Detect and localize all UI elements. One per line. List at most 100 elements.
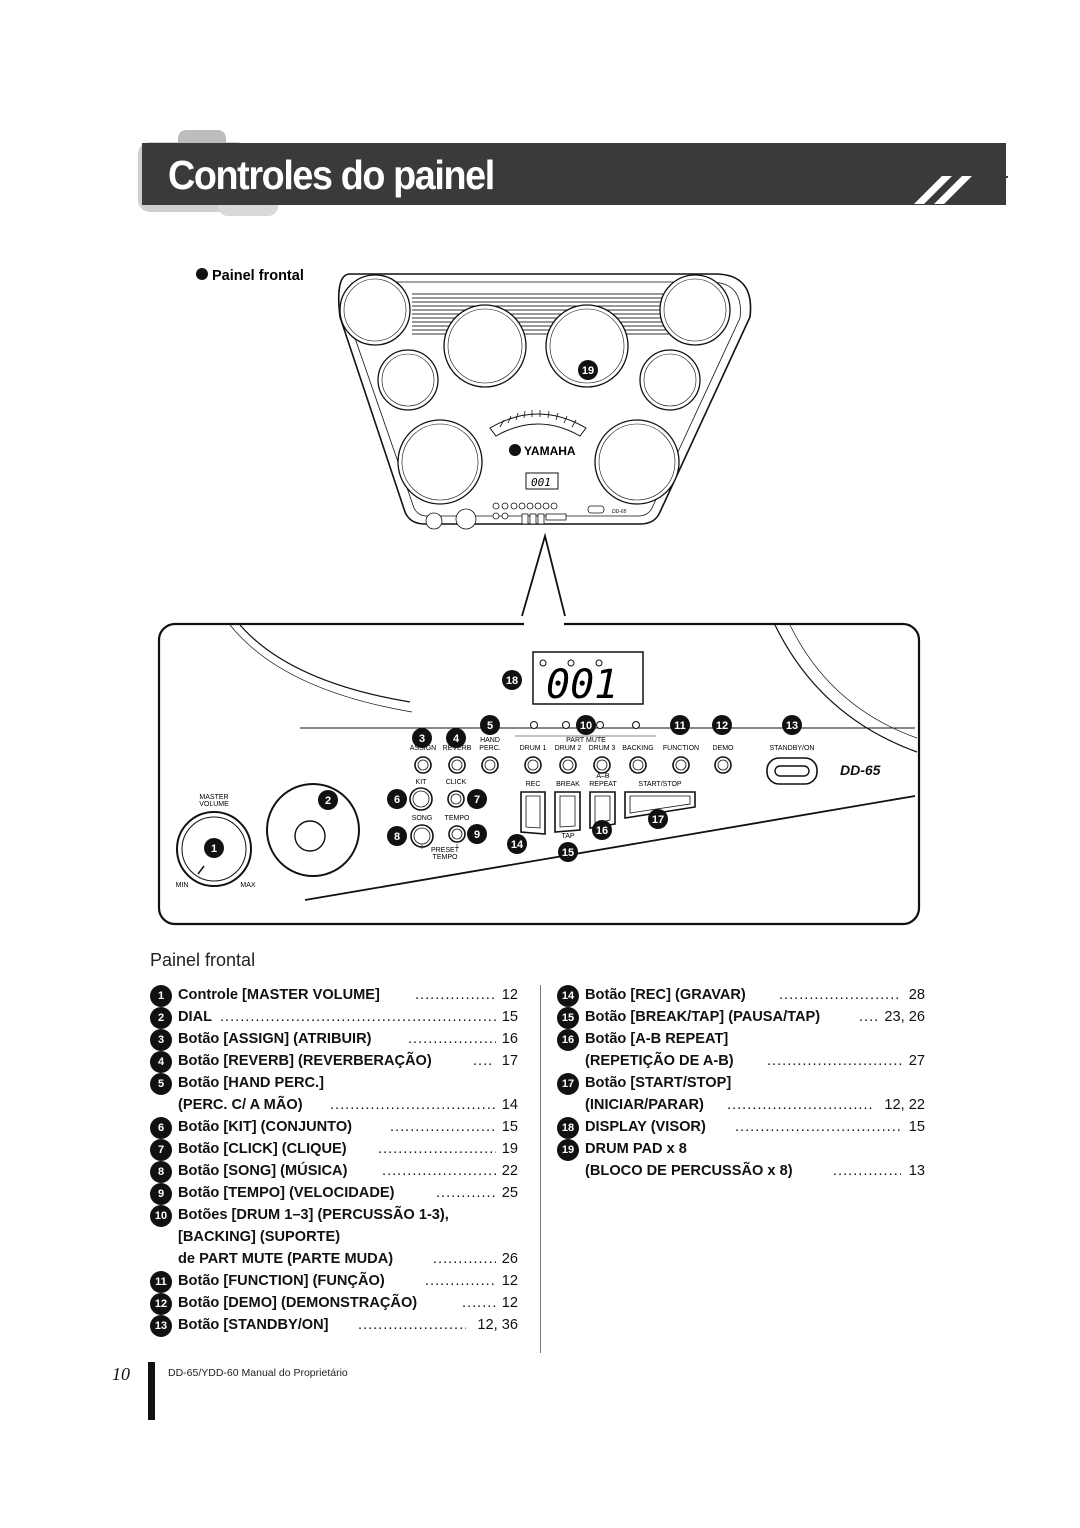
label-kit: KIT bbox=[416, 779, 428, 786]
item-label-continued: (BLOCO DE PERCUSSÃO x 8) bbox=[585, 1163, 793, 1179]
footer-bar bbox=[148, 1362, 155, 1420]
list-item: 3 Botão [ASSIGN] (ATRIBUIR) ............… bbox=[150, 1029, 518, 1051]
callout-18: 18 bbox=[506, 675, 518, 687]
leader-dots: .............. bbox=[433, 1251, 496, 1267]
list-item: 1 Controle [MASTER VOLUME] .............… bbox=[150, 985, 518, 1007]
item-page: 12 bbox=[501, 987, 518, 1003]
label-part-mute: PART MUTE bbox=[566, 737, 606, 744]
item-label: DIAL bbox=[178, 1009, 213, 1025]
item-number: 4 bbox=[150, 1051, 172, 1073]
item-number: 11 bbox=[150, 1271, 172, 1293]
drum1-button bbox=[524, 756, 542, 774]
item-page: 16 bbox=[501, 1031, 518, 1047]
item-page: 15 bbox=[908, 1119, 925, 1135]
label-assign: ASSIGN bbox=[410, 745, 436, 752]
item-label: Botão [CLICK] (CLIQUE) bbox=[178, 1141, 347, 1157]
item-page: 12, 36 bbox=[477, 1317, 518, 1333]
leader-dots: .......................... bbox=[779, 987, 901, 1003]
label-break: BREAK bbox=[556, 781, 580, 788]
leader-dots: ........................................… bbox=[220, 1009, 496, 1025]
label-ab: A–B bbox=[596, 773, 610, 780]
item-label-continued: (INICIAR/PARAR) bbox=[585, 1097, 704, 1113]
tempo-button bbox=[448, 825, 466, 843]
function-button bbox=[672, 756, 690, 774]
item-label: Botão [KIT] (CONJUNTO) bbox=[178, 1119, 353, 1135]
callout-15: 15 bbox=[562, 847, 574, 859]
item-number: 10 bbox=[150, 1205, 172, 1227]
callout-1: 1 bbox=[211, 843, 217, 855]
leader-dots: ............. bbox=[436, 1185, 496, 1201]
list-item: 2 DIAL .................................… bbox=[150, 1007, 518, 1029]
list-item: 9 Botão [TEMPO] (VELOCIDADE) ...........… bbox=[150, 1183, 518, 1205]
leader-dots: .............................. bbox=[727, 1097, 875, 1113]
label-preset-tempo: TEMPO bbox=[433, 854, 458, 861]
item-number: 14 bbox=[557, 985, 579, 1007]
small-model-logo: DD-65 bbox=[612, 509, 627, 515]
label-drum2: DRUM 2 bbox=[555, 745, 582, 752]
item-page: 15 bbox=[501, 1119, 518, 1135]
footer-manual-title: DD-65/YDD-60 Manual do Proprietário bbox=[168, 1367, 348, 1379]
item-page: 13 bbox=[908, 1163, 925, 1179]
leader-dots: .......................... bbox=[378, 1141, 496, 1157]
ab-repeat-button bbox=[589, 791, 616, 829]
item-label: Botão [BREAK/TAP] (PAUSA/TAP) bbox=[585, 1009, 821, 1025]
callout-4: 4 bbox=[453, 733, 460, 745]
section-label: Painel frontal bbox=[212, 268, 304, 284]
item-number: 19 bbox=[557, 1139, 579, 1161]
label-click: CLICK bbox=[446, 779, 467, 786]
panel-zoom-view: 001 ASSIGN REVERB HAND PERC. PART MUTE D… bbox=[157, 360, 921, 926]
callout-16: 16 bbox=[596, 825, 608, 837]
item-number: 8 bbox=[150, 1161, 172, 1183]
leader-dots: .... bbox=[473, 1053, 494, 1069]
item-page: 23, 26 bbox=[884, 1009, 925, 1025]
item-page: 22 bbox=[501, 1163, 518, 1179]
label-backing: BACKING bbox=[622, 745, 654, 752]
label-rec: REC bbox=[526, 781, 541, 788]
label-function: FUNCTION bbox=[663, 745, 699, 752]
break-button bbox=[554, 791, 581, 833]
callout-17: 17 bbox=[652, 814, 664, 826]
item-label: Botão [TEMPO] (VELOCIDADE) bbox=[178, 1185, 395, 1201]
column-divider bbox=[540, 985, 541, 1353]
item-label: DRUM PAD x 8 bbox=[585, 1141, 687, 1157]
list-item: 10 Botões [DRUM 1–3] (PERCUSSÃO 1-3), bbox=[150, 1205, 518, 1227]
drum3-button bbox=[593, 756, 611, 774]
item-label: Botão [A-B REPEAT] bbox=[585, 1031, 729, 1047]
label-tempo: TEMPO bbox=[445, 815, 470, 822]
callout-14: 14 bbox=[511, 839, 524, 851]
item-page: 14 bbox=[501, 1097, 518, 1113]
item-number: 5 bbox=[150, 1073, 172, 1095]
callout-11: 11 bbox=[674, 720, 686, 732]
banner-slashes bbox=[914, 176, 1008, 204]
item-number: 18 bbox=[557, 1117, 579, 1139]
item-label: Botão [FUNCTION] (FUNÇÃO) bbox=[178, 1273, 385, 1289]
list-item: 8 Botão [SONG] (MÚSICA) ................… bbox=[150, 1161, 518, 1183]
display-value: 001 bbox=[546, 662, 618, 708]
callout-5: 5 bbox=[487, 720, 493, 732]
leader-dots: .................................... bbox=[735, 1119, 901, 1135]
item-label: Botão [DEMO] (DEMONSTRAÇÃO) bbox=[178, 1295, 418, 1311]
drum-pad bbox=[377, 349, 439, 411]
list-item: 17 Botão [START/STOP] bbox=[557, 1073, 925, 1095]
rec-button bbox=[520, 791, 546, 835]
hand-perc-button bbox=[481, 756, 499, 774]
item-label: Botão [STANDBY/ON] bbox=[178, 1317, 329, 1333]
leader-dots: ............... bbox=[425, 1273, 496, 1289]
item-number: 13 bbox=[150, 1315, 172, 1337]
drum2-button bbox=[559, 756, 577, 774]
callout-2: 2 bbox=[325, 795, 331, 807]
list-item: 12 Botão [DEMO] (DEMONSTRAÇÃO) ....... 1… bbox=[150, 1293, 518, 1315]
backing-button bbox=[629, 756, 647, 774]
list-item: 13 Botão [STANDBY/ON] ..................… bbox=[150, 1315, 518, 1337]
item-page: 12, 22 bbox=[884, 1097, 925, 1113]
drum-pad bbox=[397, 419, 483, 505]
list-item: 19 DRUM PAD x 8 bbox=[557, 1139, 925, 1161]
item-number: 7 bbox=[150, 1139, 172, 1161]
leader-dots: ....................... bbox=[390, 1119, 496, 1135]
item-label: Botão [REC] (GRAVAR) bbox=[585, 987, 746, 1003]
list-item: 14 Botão [REC] (GRAVAR) ................… bbox=[557, 985, 925, 1007]
leader-dots: ................. bbox=[415, 987, 495, 1003]
item-number: 3 bbox=[150, 1029, 172, 1051]
list-item-continued: (REPETIÇÃO DE A-B) .....................… bbox=[557, 1051, 925, 1073]
drum-pad bbox=[639, 349, 701, 411]
